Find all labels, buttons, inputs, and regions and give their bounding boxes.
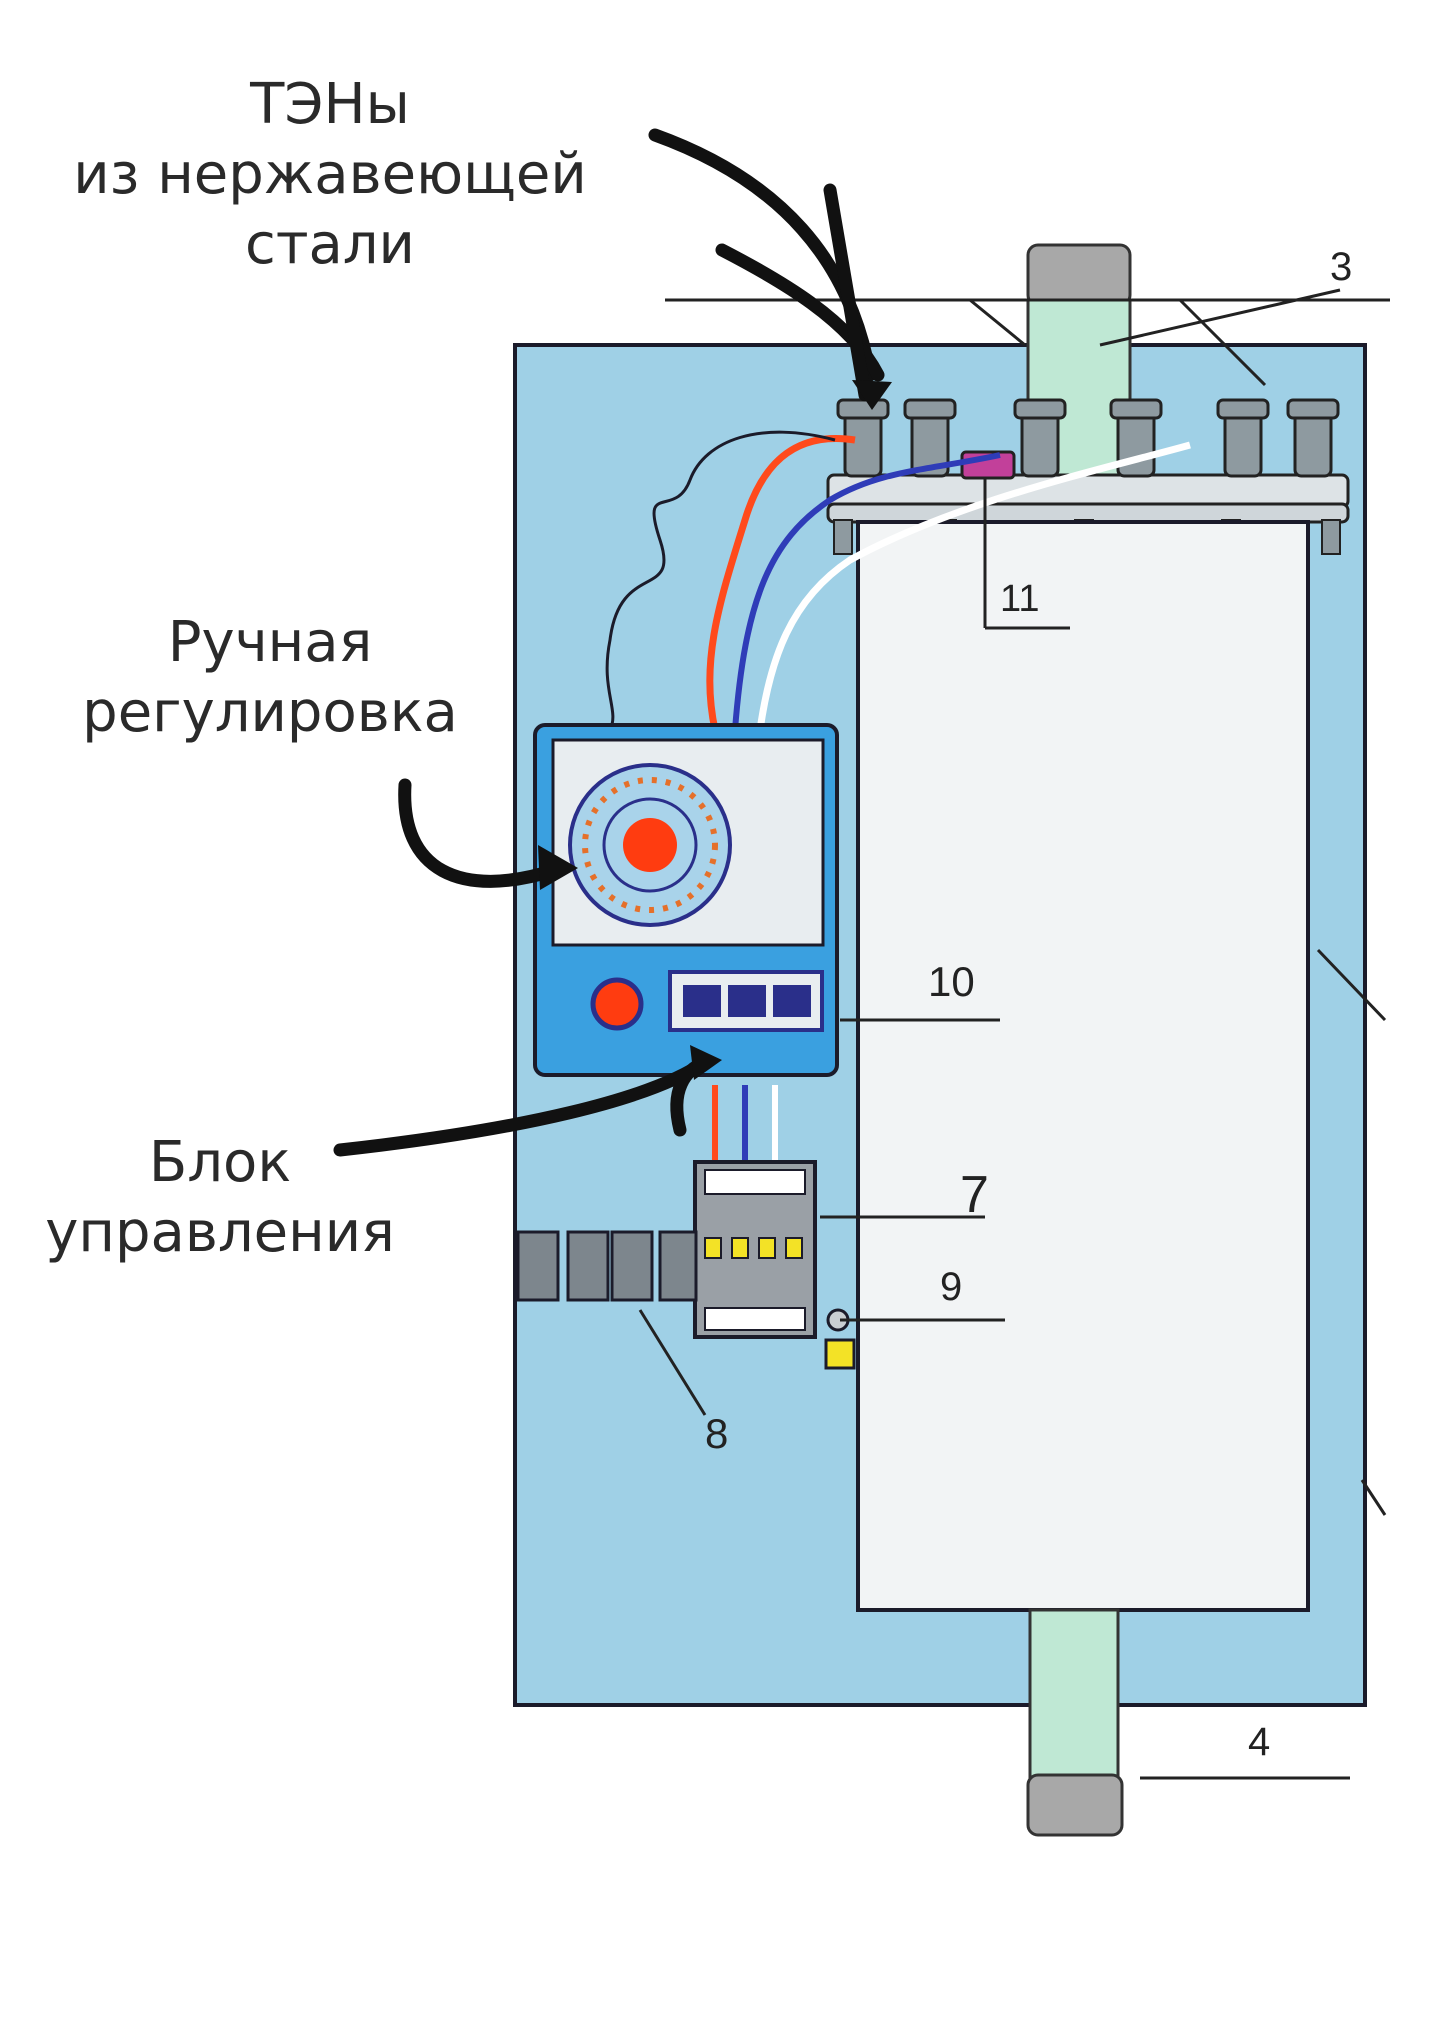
callout-9: 9 (940, 1265, 963, 1309)
control-unit-caption: Блок управления (20, 1128, 420, 1268)
manual-control-caption-line-1: Ручная (167, 610, 373, 675)
bottom-pipe (1028, 1608, 1120, 1782)
bottom-pipe-cap (1026, 1773, 1124, 1837)
pointer-arrowheads (538, 380, 892, 1080)
display-segments (683, 985, 811, 1017)
manual-control-caption-line-2: регулировка (82, 680, 458, 745)
control-unit-caption-line-1: Блок (148, 1130, 292, 1195)
heaters-caption-line-3: стали (245, 212, 415, 277)
callout-8: 8 (705, 1410, 729, 1457)
wire-black (605, 430, 836, 731)
heaters-caption-line-1: ТЭНы (250, 72, 410, 137)
contactor-top (704, 1169, 806, 1195)
wire-red (706, 435, 856, 731)
top-pipe-cap (1026, 243, 1132, 307)
callout-10: 10 (928, 958, 975, 1005)
callout-7: 7 (960, 1166, 989, 1224)
wire-white (756, 441, 1191, 731)
flange (826, 473, 1350, 509)
callout-11: 11 (1000, 578, 1040, 620)
heaters-caption: ТЭНы из нержавеющей стали (40, 70, 620, 280)
terminal-block (516, 1230, 698, 1302)
leader-lines (638, 288, 1390, 1780)
wire-blue (732, 452, 1001, 731)
callout-3: 3 (1330, 245, 1353, 289)
tank-body (856, 520, 1310, 1612)
fuse-indicator (824, 1338, 856, 1370)
control-unit-caption-line-2: управления (45, 1200, 395, 1265)
manual-dial (568, 763, 732, 927)
heaters-caption-line-2: из нержавеющей (73, 142, 587, 207)
power-indicator (590, 977, 644, 1031)
contactor-bottom (704, 1307, 806, 1331)
contactor-indicators (704, 1237, 803, 1259)
manual-control-caption: Ручная регулировка (60, 608, 480, 748)
callout-4: 4 (1248, 1720, 1271, 1764)
